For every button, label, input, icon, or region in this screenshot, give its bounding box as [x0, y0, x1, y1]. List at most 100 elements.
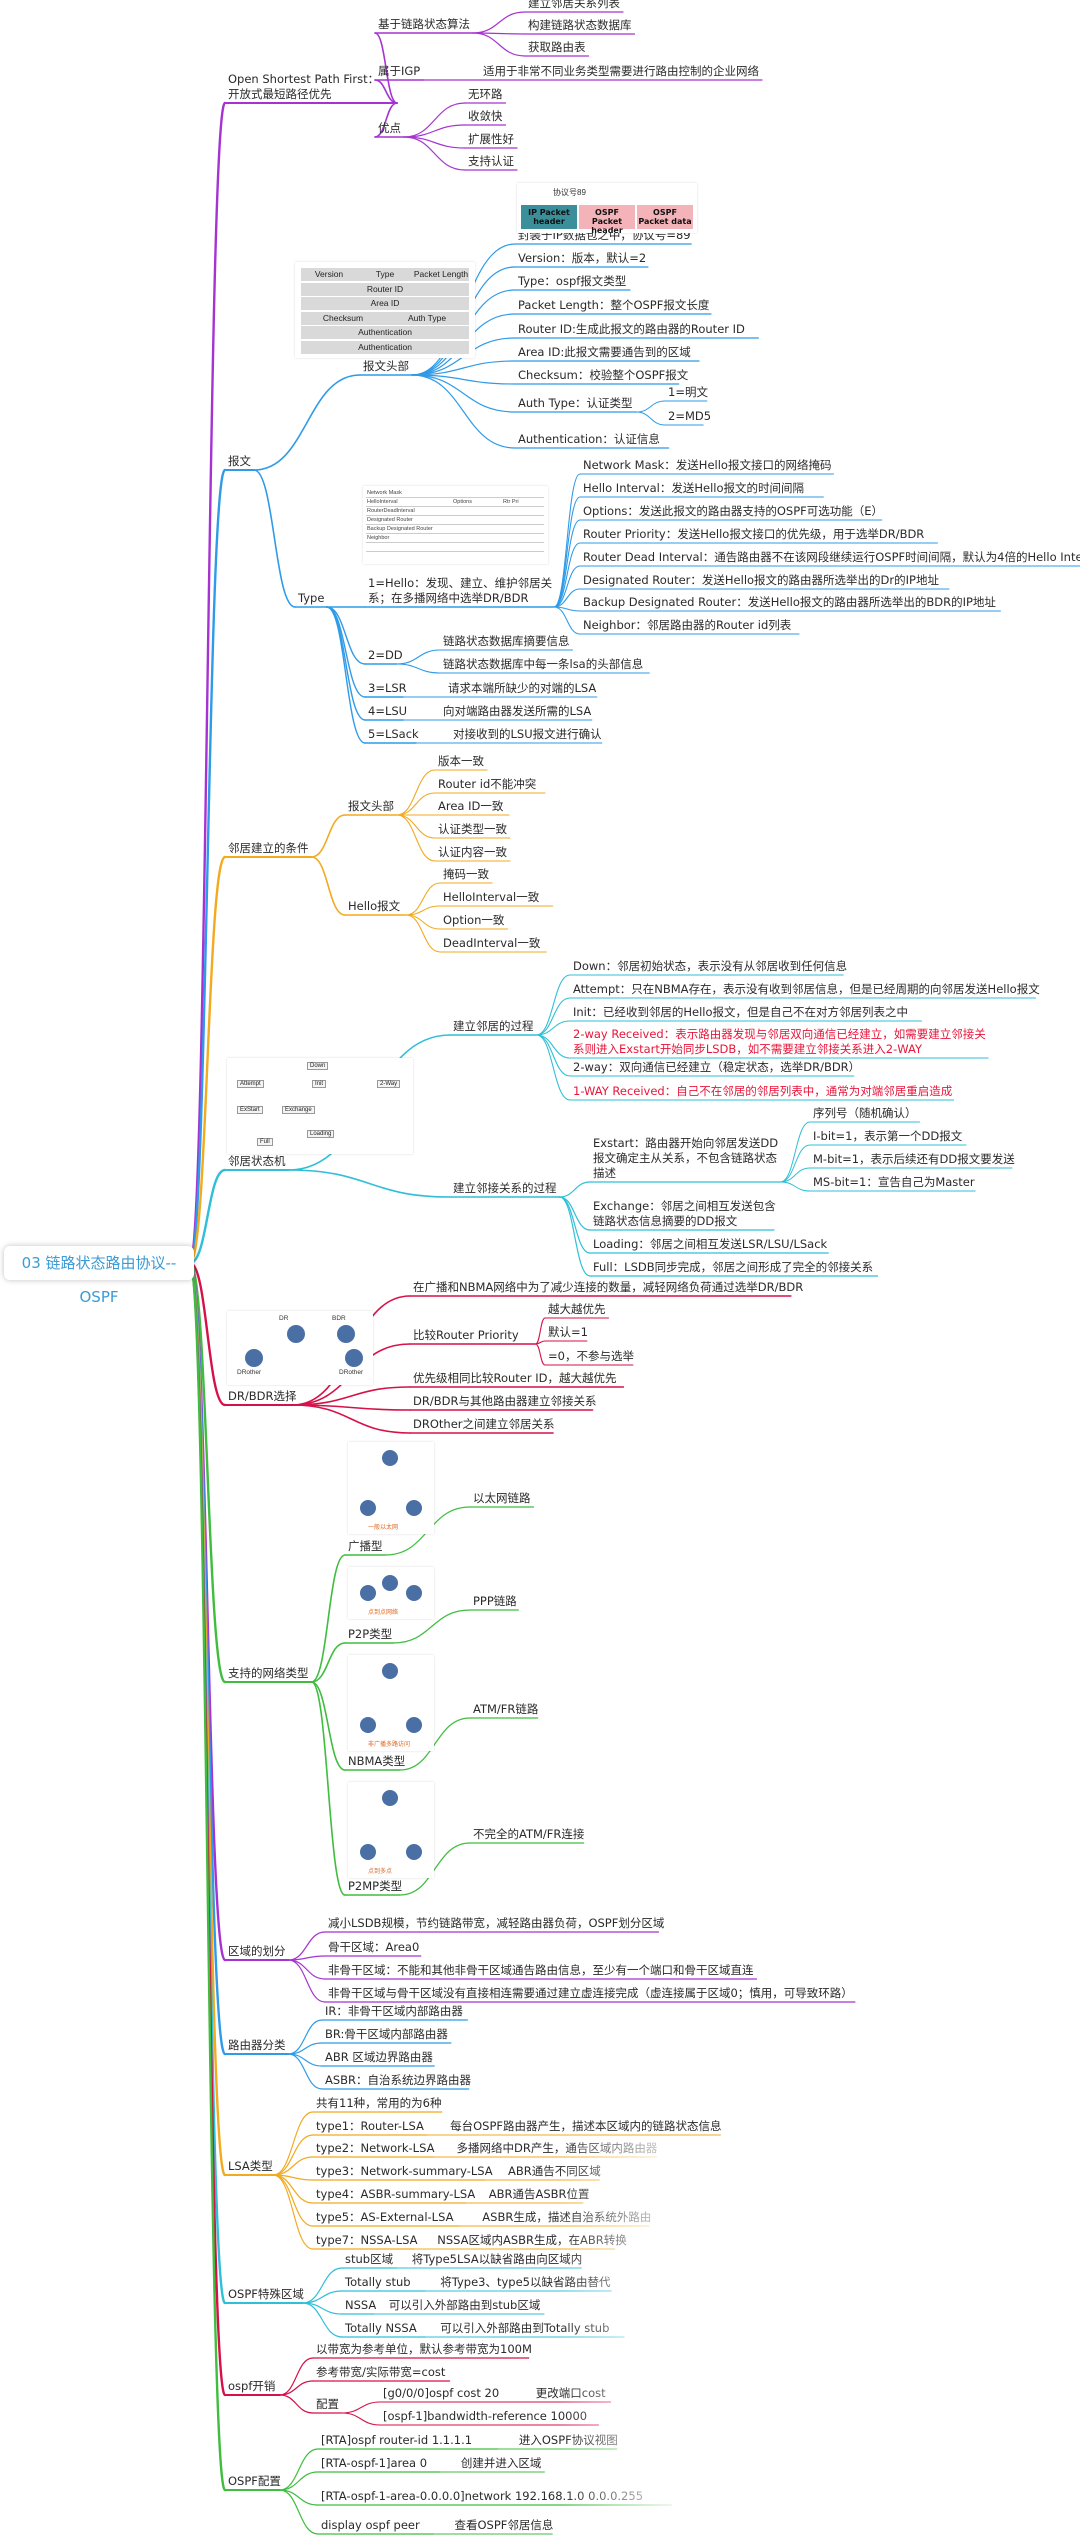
adj-node[interactable]: 建立邻接关系的过程 — [453, 1181, 557, 1195]
cfg-cmd[interactable]: [RTA]ospf router-id 1.1.1.1 — [321, 2433, 473, 2447]
dr-item[interactable]: DR/BDR与其他路由器建立邻接关系 — [413, 1394, 597, 1408]
build-node[interactable]: 建立邻居的过程 — [453, 1019, 534, 1033]
igp-node[interactable]: 属于IGP — [378, 64, 421, 78]
lsr-type[interactable]: 3=LSR — [368, 681, 407, 695]
net-type[interactable]: P2MP类型 — [348, 1879, 403, 1893]
adv-item[interactable]: 收敛快 — [468, 109, 503, 123]
hello-field[interactable]: Designated Router：发送Hello报文的路由器所选举出的Dr的I… — [583, 573, 939, 587]
cond-hello-item[interactable]: 掩码一致 — [443, 867, 489, 881]
lsack-desc[interactable]: 对接收到的LSU报文进行确认 — [453, 727, 602, 741]
packet-title[interactable]: 报文 — [228, 454, 251, 468]
compare-item[interactable]: 默认=1 — [548, 1325, 588, 1339]
hello-field[interactable]: Options：发送此报文的路由器支持的OSPF可选功能（E） — [583, 504, 884, 518]
lsa-count[interactable]: 共有11种，常用的为6种 — [316, 2096, 442, 2110]
exstart-item[interactable]: M-bit=1，表示后续还有DD报文要发送 — [813, 1152, 1015, 1166]
area-item[interactable]: 骨干区域：Area0 — [328, 1940, 420, 1954]
compare-item[interactable]: =0，不参与选举 — [548, 1349, 634, 1363]
build-item[interactable]: Down：邻居初始状态，表示没有从邻居收到任何信息 — [573, 959, 848, 973]
hello-field[interactable]: Hello Interval：发送Hello报文的时间间隔 — [583, 481, 804, 495]
cost-item[interactable]: 参考带宽/实际带宽=cost — [316, 2365, 446, 2379]
lsu-desc[interactable]: 向对端路由器发送所需的LSA — [443, 704, 592, 718]
hello-type[interactable]: 1=Hello：发现、建立、维护邻居关 系；在多播网络中选举DR/BDR — [368, 576, 553, 605]
lsa-type[interactable]: type3：Network-summary-LSA — [316, 2164, 493, 2178]
state-title[interactable]: 邻居状态机 — [228, 1154, 286, 1168]
area-item[interactable]: 减小LSDB规模，节约链路带宽，减轻路由器负荷，OSPF划分区域 — [328, 1916, 665, 1930]
cfg-cmd[interactable]: [RTA-ospf-1]area 0 — [321, 2456, 428, 2470]
header-field[interactable]: Area ID:此报文需要通告到的区域 — [518, 345, 691, 359]
header-field[interactable]: Authentication：认证信息 — [518, 432, 660, 446]
build-item[interactable]: Attempt：只在NBMA存在，表示没有收到邻居信息，但是已经周期的向邻居发送… — [573, 982, 1040, 996]
dr-item[interactable]: 在广播和NBMA网络中为了减少连接的数量，减轻网络负荷通过选举DR/BDR — [413, 1280, 804, 1294]
cond-item[interactable]: Router id不能冲突 — [438, 777, 537, 791]
lsa-type[interactable]: type5：AS-External-LSA — [316, 2210, 454, 2224]
router-item[interactable]: IR：非骨干区域内部路由器 — [325, 2004, 463, 2018]
lsr-desc[interactable]: 请求本端所缺少的对端的LSA — [448, 681, 597, 695]
algo-item[interactable]: 建立邻居关系列表 — [528, 0, 620, 10]
algo-node[interactable]: 基于链路状态算法 — [378, 17, 470, 31]
adv-item[interactable]: 支持认证 — [468, 154, 514, 168]
adv-item[interactable]: 无环路 — [468, 87, 503, 101]
hello-field[interactable]: Backup Designated Router：发送Hello报文的路由器所选… — [583, 595, 996, 609]
hello-field[interactable]: Router Priority：发送Hello报文接口的优先级，用于选举DR/B… — [583, 527, 925, 541]
cond-hello-item[interactable]: DeadInterval一致 — [443, 936, 541, 950]
compare-item[interactable]: 越大越优先 — [548, 1302, 606, 1316]
exstart-node[interactable]: Exstart：路由器开始向邻居发送DD 报文确定主从关系，不包含链路状态 描述 — [593, 1136, 779, 1180]
lsa-type[interactable]: type2：Network-LSA — [316, 2141, 435, 2155]
intro-title[interactable]: Open Shortest Path First： 开放式最短路径优先 — [228, 72, 380, 101]
area-item[interactable]: 非骨干区域：不能和其他非骨干区域通告路由信息，至少有一个端口和骨干区域直连 — [328, 1963, 754, 1977]
lsu-type[interactable]: 4=LSU — [368, 704, 408, 718]
special-area[interactable]: stub区域 — [345, 2252, 394, 2266]
cond-item[interactable]: 版本一致 — [438, 754, 484, 768]
igp-desc[interactable]: 适用于非常不同业务类型需要进行路由控制的企业网络 — [483, 64, 759, 78]
cost-item[interactable]: 以带宽为参考单位，默认参考带宽为100M — [316, 2342, 532, 2356]
dr-title[interactable]: DR/BDR选择 — [228, 1389, 297, 1403]
dr-compare[interactable]: 比较Router Priority — [413, 1328, 519, 1342]
lsa-title[interactable]: LSA类型 — [228, 2159, 273, 2173]
cond-hello[interactable]: Hello报文 — [348, 899, 401, 913]
build-item[interactable]: Init：已经收到邻居的Hello报文，但是自己不在对方邻居列表之中 — [573, 1005, 909, 1019]
special-desc[interactable]: 将Type5LSA以缺省路由向区域内 — [411, 2252, 583, 2266]
cfg-desc[interactable]: 创建并进入区域 — [460, 2456, 542, 2470]
header-node[interactable]: 报文头部 — [363, 359, 409, 373]
cost-config[interactable]: 配置 — [316, 2397, 339, 2411]
cond-item[interactable]: 认证内容一致 — [438, 845, 507, 859]
cfg-cmd[interactable]: display ospf peer — [321, 2518, 420, 2532]
net-type[interactable]: NBMA类型 — [348, 1754, 406, 1768]
special-title[interactable]: OSPF特殊区域 — [228, 2287, 304, 2301]
hello-field[interactable]: Neighbor：邻居路由器的Router id列表 — [583, 618, 792, 632]
special-area[interactable]: Totally stub — [345, 2275, 411, 2289]
dr-item[interactable]: DROther之间建立邻居关系 — [413, 1417, 555, 1431]
header-field[interactable]: Version：版本，默认=2 — [518, 251, 647, 265]
adv-item[interactable]: 扩展性好 — [468, 132, 514, 146]
router-item[interactable]: ABR 区域边界路由器 — [325, 2050, 433, 2064]
neighbor-title[interactable]: 邻居建立的条件 — [228, 841, 309, 855]
auth-type[interactable]: 1=明文 — [668, 385, 708, 399]
dr-item[interactable]: 优先级相同比较Router ID，越大越优先 — [413, 1371, 617, 1385]
build-item[interactable]: 1-WAY Received：自己不在邻居的邻居列表中，通常为对端邻居重启造成 — [573, 1084, 953, 1098]
area-title[interactable]: 区域的划分 — [228, 1944, 286, 1958]
config-cmd[interactable]: [g0/0/0]ospf cost 20 — [383, 2386, 500, 2400]
dd-item[interactable]: 链路状态数据库摘要信息 — [443, 634, 570, 648]
auth-type[interactable]: 2=MD5 — [668, 409, 712, 423]
type-node[interactable]: Type — [298, 591, 325, 605]
cond-hello-item[interactable]: HelloInterval一致 — [443, 890, 540, 904]
lsa-type[interactable]: type1：Router-LSA — [316, 2119, 424, 2133]
algo-item[interactable]: 构建链路状态数据库 — [528, 18, 632, 32]
header-field[interactable]: Checksum：校验整个OSPF报文 — [518, 368, 689, 382]
cond-hello-item[interactable]: Option一致 — [443, 913, 505, 927]
exchange-node[interactable]: Exchange：邻居之间相互发送包含 链路状态信息摘要的DD报文 — [593, 1199, 776, 1228]
full-node[interactable]: Full：LSDB同步完成，邻居之间形成了完全的邻接关系 — [593, 1260, 874, 1274]
root-node[interactable]: 03 链路状态路由协议--OSPF — [4, 1246, 194, 1306]
net-desc[interactable]: 不完全的ATM/FR连接 — [473, 1827, 585, 1841]
router-item[interactable]: BR:骨干区域内部路由器 — [325, 2027, 448, 2041]
lsa-desc[interactable]: 每台OSPF路由器产生，描述本区域内的链路状态信息 — [450, 2119, 722, 2133]
net-desc[interactable]: PPP链路 — [473, 1594, 517, 1608]
router-title[interactable]: 路由器分类 — [228, 2038, 286, 2052]
header-field[interactable]: Router ID:生成此报文的路由器的Router ID — [518, 322, 745, 336]
special-area[interactable]: NSSA — [345, 2298, 377, 2312]
config-cmd[interactable]: [ospf-1]bandwidth-reference 10000 — [383, 2409, 588, 2423]
header-field[interactable]: Packet Length：整个OSPF报文长度 — [518, 298, 710, 312]
cond-item[interactable]: Area ID一致 — [438, 799, 504, 813]
adv-node[interactable]: 优点 — [378, 121, 401, 135]
lsack-type[interactable]: 5=LSack — [368, 727, 419, 741]
